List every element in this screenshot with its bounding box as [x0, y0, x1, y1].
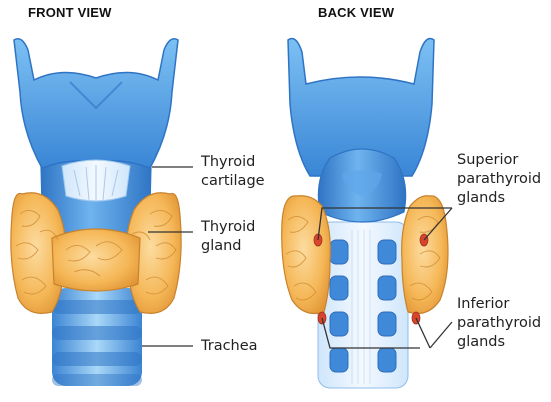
label-superior-parathyroid: Superior parathyroid glands [457, 151, 541, 208]
label-inferior-line2: parathyroid [457, 314, 541, 333]
label-thyroid-cartilage: Thyroid cartilage [201, 153, 265, 191]
label-thyroid-cartilage-line2: cartilage [201, 172, 265, 191]
label-trachea: Trachea [201, 337, 258, 356]
label-trachea-text: Trachea [201, 337, 258, 356]
label-thyroid-gland: Thyroid gland [201, 218, 255, 256]
label-inferior-line1: Inferior [457, 295, 541, 314]
label-inferior-parathyroid: Inferior parathyroid glands [457, 295, 541, 352]
label-thyroid-gland-line2: gland [201, 237, 255, 256]
label-inferior-line3: glands [457, 333, 541, 352]
front-trachea [52, 288, 142, 386]
label-thyroid-cartilage-line1: Thyroid [201, 153, 265, 172]
front-thyroid-cartilage [14, 39, 178, 168]
label-superior-line1: Superior [457, 151, 541, 170]
front-view-illustration [11, 39, 193, 386]
front-view-heading: FRONT VIEW [28, 5, 112, 20]
back-view-heading: BACK VIEW [318, 5, 394, 20]
back-view-illustration [282, 39, 452, 389]
label-superior-line3: glands [457, 189, 541, 208]
label-superior-line2: parathyroid [457, 170, 541, 189]
label-thyroid-gland-line1: Thyroid [201, 218, 255, 237]
